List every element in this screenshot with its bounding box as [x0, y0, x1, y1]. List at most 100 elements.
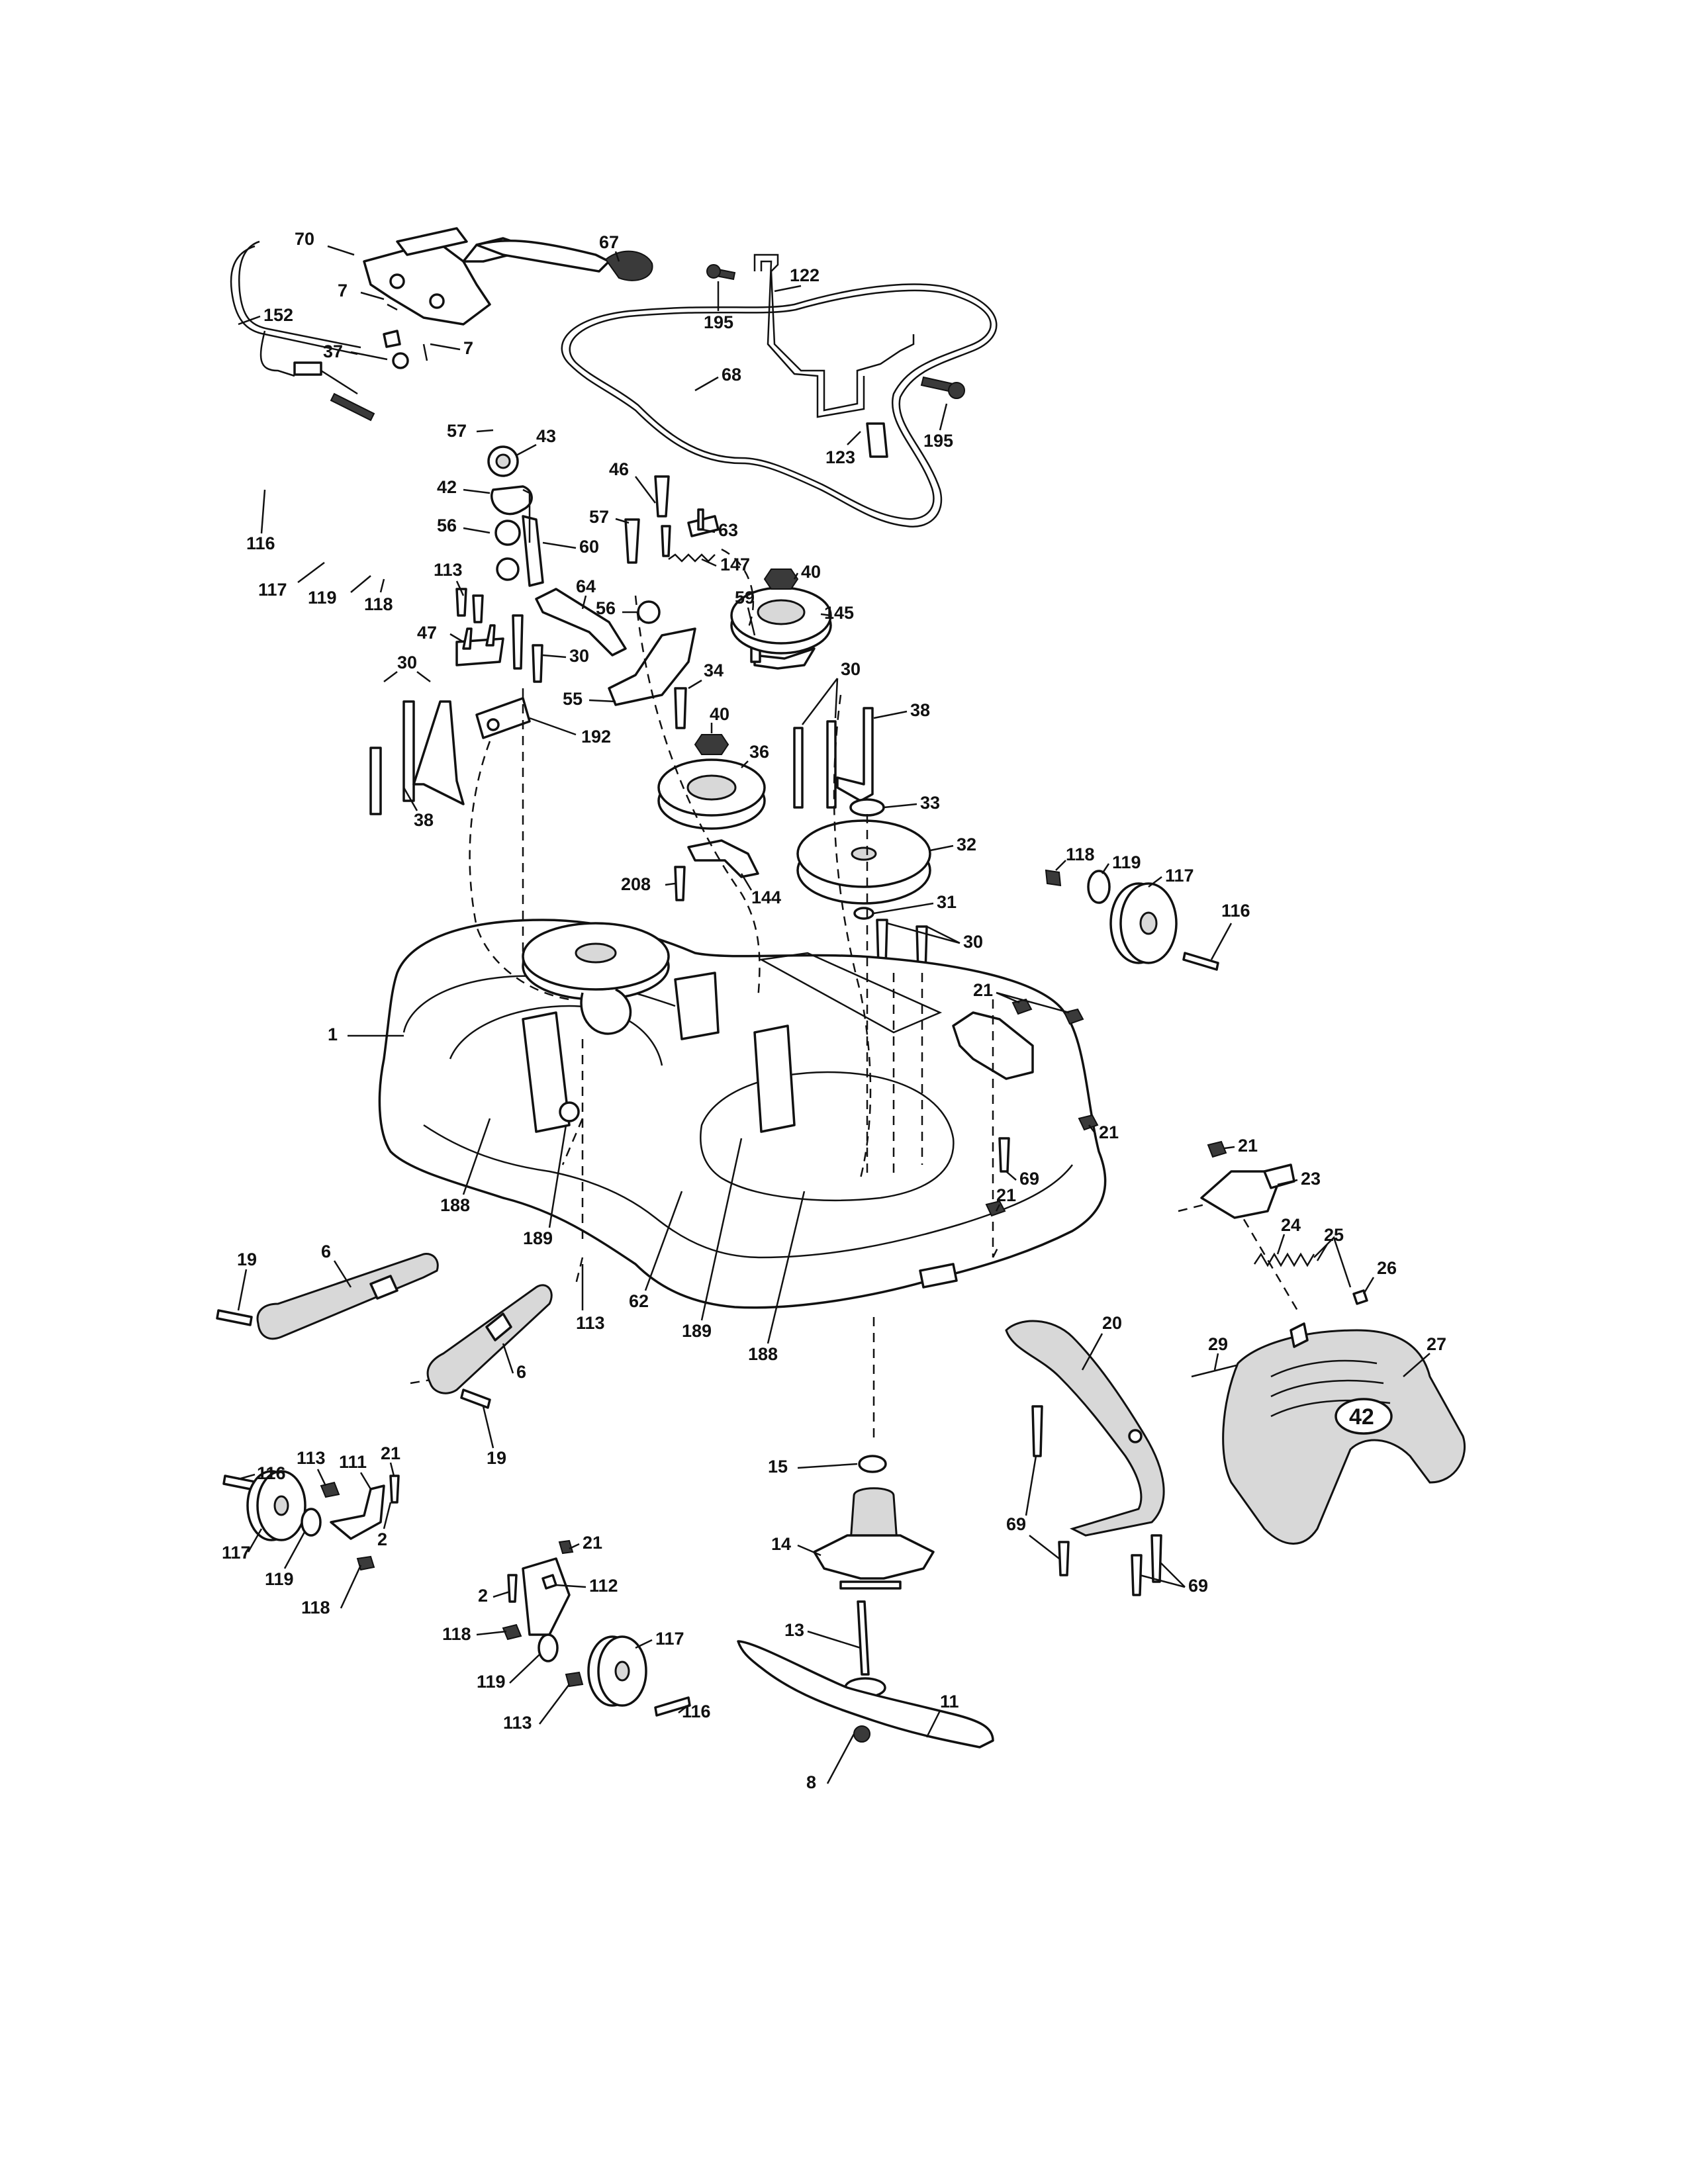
- callout: 42: [437, 477, 457, 497]
- callout: 62: [629, 1291, 649, 1311]
- idler-pulley-36: [657, 734, 766, 830]
- callout-labels: 70 7 7 152 37 67 195 122 68 123 195 57 4…: [222, 229, 1446, 1792]
- callout: 7: [463, 338, 473, 358]
- deflector-bracket-20: [1005, 1320, 1165, 1537]
- callout: 21: [381, 1443, 400, 1463]
- spindle-pulley-32: [796, 798, 931, 920]
- callout: 152: [263, 305, 293, 325]
- callout: 34: [704, 660, 724, 680]
- callout: 117: [655, 1629, 684, 1649]
- callout: 67: [599, 232, 619, 252]
- callout: 6: [321, 1242, 331, 1261]
- callout: 144: [751, 887, 781, 907]
- small-hardware-top: [387, 303, 428, 369]
- callout: 188: [748, 1344, 778, 1364]
- blade-spindle-assembly: [737, 1455, 994, 1749]
- deflector-spring-25: [1253, 1236, 1368, 1305]
- idler-arm-55: [608, 600, 696, 706]
- callout: 118: [442, 1624, 471, 1644]
- callout: 7: [338, 281, 348, 300]
- callout: 113: [576, 1313, 605, 1333]
- callout: 20: [1102, 1313, 1122, 1333]
- callout: 57: [589, 507, 609, 527]
- callout: 195: [923, 431, 953, 451]
- callout: 113: [503, 1713, 532, 1733]
- callout: 38: [414, 810, 434, 830]
- callout: 119: [308, 588, 337, 608]
- discharge-chute-27: 42: [1222, 1322, 1466, 1545]
- callout: 27: [1427, 1334, 1446, 1354]
- callout: 43: [536, 426, 556, 446]
- front-bracket-6-lower: [426, 1284, 553, 1409]
- callout: 123: [825, 447, 855, 467]
- callout: 21: [1238, 1136, 1258, 1156]
- callout: 40: [710, 704, 729, 724]
- callout: 37: [323, 341, 343, 361]
- idler-bracket-144: [687, 839, 759, 878]
- callout: 69: [1006, 1514, 1026, 1534]
- callout: 119: [265, 1569, 294, 1589]
- callout: 70: [295, 229, 314, 249]
- callout: 119: [477, 1672, 506, 1692]
- callout: 63: [718, 520, 738, 540]
- gauge-wheel-right: [1045, 869, 1219, 971]
- gauge-wheel-center: [502, 1539, 691, 1717]
- callout: 2: [377, 1529, 387, 1549]
- callout: 145: [824, 603, 854, 623]
- bolts-46-57: [624, 475, 671, 564]
- callout: 118: [1066, 844, 1095, 864]
- callout: 117: [222, 1543, 251, 1563]
- callout: 21: [996, 1185, 1016, 1205]
- callout: 116: [682, 1702, 711, 1721]
- callout: 21: [1099, 1122, 1119, 1142]
- callout: 38: [910, 700, 930, 720]
- callout: 14: [771, 1534, 791, 1554]
- stabilizer-rods-38: [369, 700, 874, 815]
- callout: 25: [1324, 1225, 1344, 1245]
- callout: 118: [301, 1598, 330, 1617]
- callout: 23: [1301, 1169, 1321, 1189]
- callout: 188: [440, 1195, 470, 1215]
- callout: 6: [516, 1362, 526, 1382]
- bolts-69-lower: [1031, 1405, 1162, 1596]
- callout: 21: [583, 1533, 602, 1553]
- callout: 30: [841, 659, 861, 679]
- callout: 57: [447, 421, 467, 441]
- lift-handle: [604, 250, 653, 281]
- clutch-cable-assembly: [230, 240, 375, 422]
- callout: 113: [297, 1448, 326, 1468]
- idler-pulley-145: [730, 569, 832, 655]
- bolt-34: [674, 687, 687, 729]
- callout: 2: [478, 1586, 488, 1606]
- callout: 69: [1188, 1576, 1208, 1596]
- clutch-lever-bracket: [363, 227, 610, 348]
- callout: 116: [257, 1463, 286, 1483]
- callout: 69: [1019, 1169, 1039, 1189]
- gauge-wheel-left: [222, 1470, 400, 1571]
- callout: 119: [1112, 852, 1141, 872]
- callout: 40: [801, 562, 821, 582]
- mower-deck-housing: [378, 919, 1107, 1309]
- callout: 11: [940, 1692, 959, 1711]
- callout: 117: [258, 580, 287, 600]
- callout: 30: [569, 646, 589, 666]
- callout: 60: [579, 537, 599, 557]
- bracket-47: [455, 624, 504, 666]
- callout: 33: [920, 793, 940, 813]
- callout: 47: [417, 623, 437, 643]
- callout: 19: [487, 1448, 506, 1468]
- callout: 59: [735, 588, 755, 608]
- callout: 192: [581, 727, 611, 747]
- deck-drive-belt: [561, 283, 998, 527]
- callout: 36: [749, 742, 769, 762]
- callout: 26: [1377, 1258, 1397, 1278]
- callout: 56: [596, 598, 616, 618]
- callout: 116: [246, 533, 275, 553]
- callout: 32: [957, 835, 976, 854]
- rod-29: [1191, 1362, 1245, 1378]
- callout: 19: [237, 1250, 257, 1269]
- callout: 117: [1165, 866, 1194, 886]
- callout: 189: [523, 1228, 553, 1248]
- callout: 113: [434, 560, 463, 580]
- callout: 29: [1208, 1334, 1228, 1354]
